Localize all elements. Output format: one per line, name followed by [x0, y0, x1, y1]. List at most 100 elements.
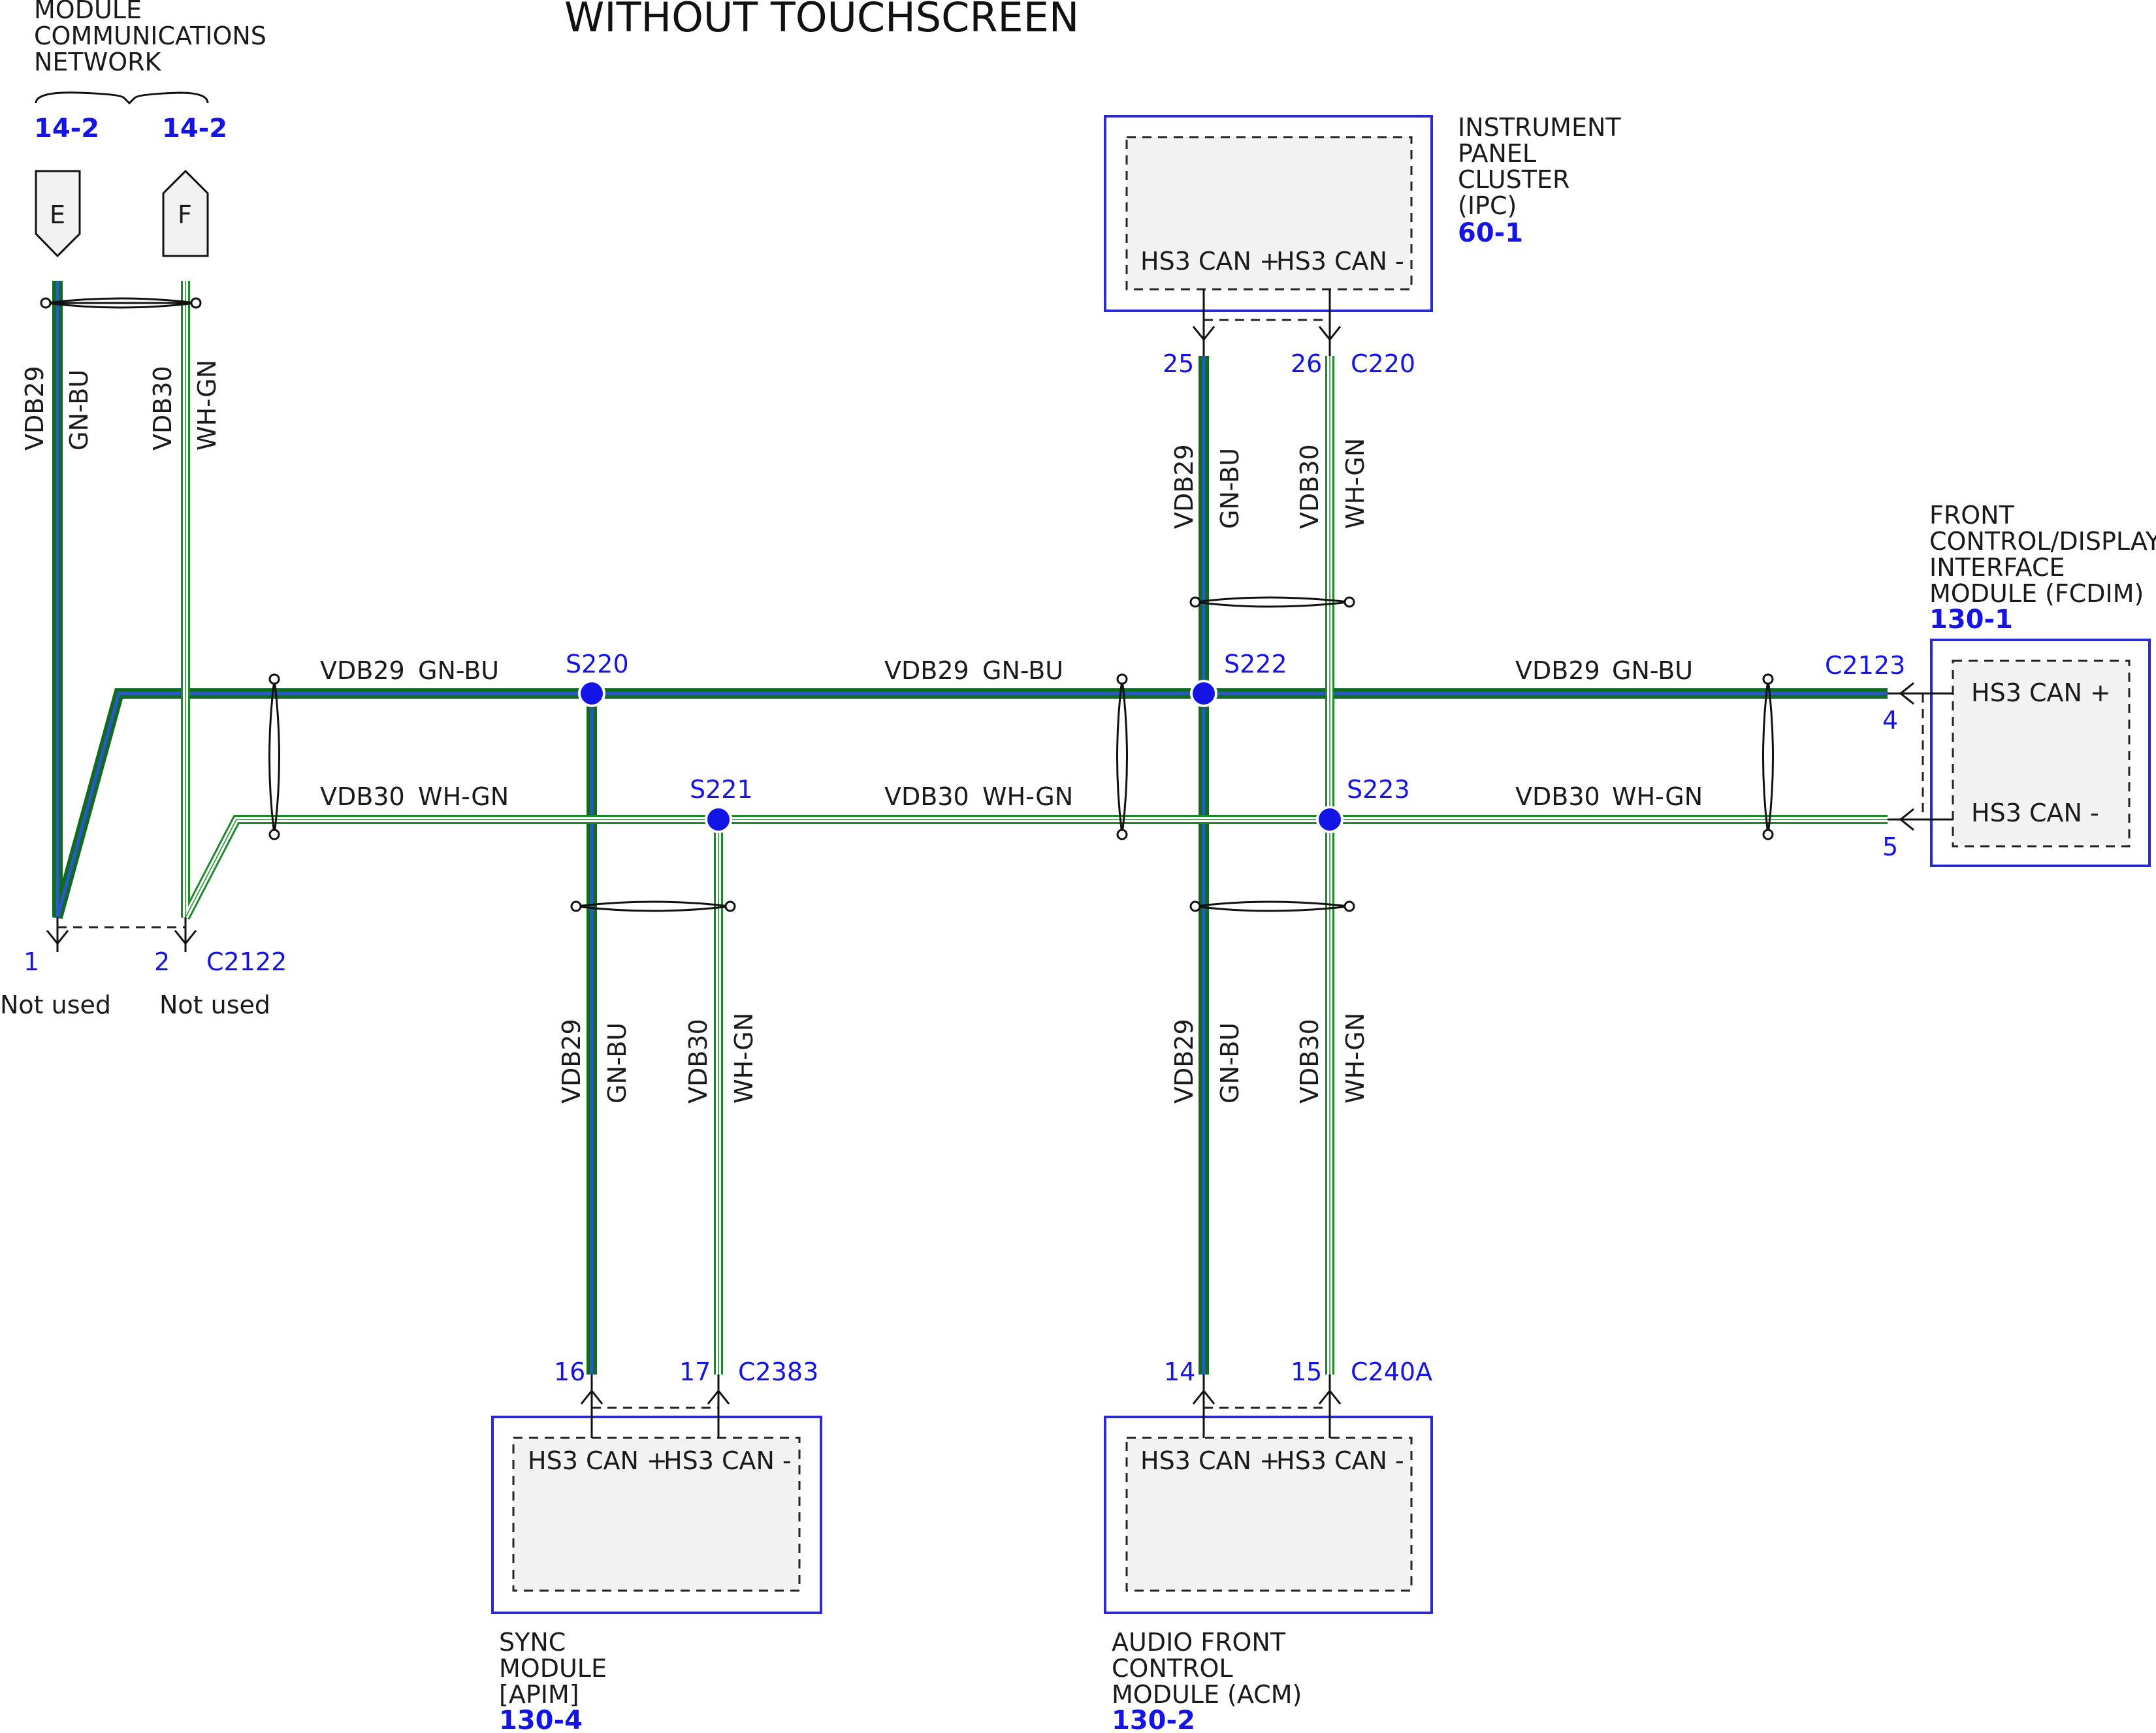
label-vdb29-seg3: VDB29 — [1515, 656, 1600, 685]
mcn-ref-right[interactable]: 14-2 — [162, 114, 227, 144]
twisted-pair-markers — [40, 297, 1774, 912]
vlabel-acm-vdb30: VDB30 — [1295, 1019, 1324, 1104]
vlabel-apim-vdb30: VDB30 — [684, 1019, 713, 1104]
vlabel-apim-vdb29: VDB29 — [557, 1019, 586, 1104]
c2123-pin-5: 5 — [1882, 833, 1898, 861]
ipc-name-line-3: CLUSTER — [1458, 165, 1569, 194]
twist-apim-vertical — [570, 900, 736, 912]
splice-s221-label: S221 — [690, 775, 753, 804]
apim-labels: 16 17 C2383 SYNC MODULE [APIM] 130-4 — [499, 1358, 818, 1733]
twist-mcn — [40, 297, 202, 309]
mcn-brace — [35, 91, 209, 105]
splice-s222-label: S222 — [1224, 650, 1287, 678]
vlabel-acm-vdb29: VDB29 — [1170, 1019, 1199, 1104]
ipc-ref[interactable]: 60-1 — [1458, 218, 1523, 248]
vlabel-ipc-vdb29: VDB29 — [1170, 444, 1199, 529]
label-gnbu-seg2: GN-BU — [982, 656, 1063, 685]
apim-ref[interactable]: 130-4 — [499, 1706, 583, 1733]
connector-e-icon — [35, 170, 81, 258]
apim-pin-can-minus: HS3 CAN - — [664, 1446, 792, 1475]
twist-left-horizontal — [268, 673, 280, 840]
ipc-pin-can-minus: HS3 CAN - — [1276, 247, 1404, 276]
twist-center-horizontal — [1116, 673, 1128, 840]
horizontal-wire-labels: VDB29 GN-BU VDB29 GN-BU VDB29 GN-BU VDB3… — [320, 656, 1703, 811]
c2383-pin-17: 17 — [679, 1358, 711, 1386]
label-vdb29-seg2: VDB29 — [884, 656, 969, 685]
splice-s223[interactable] — [1316, 806, 1343, 833]
ipc-name-line-4: (IPC) — [1458, 191, 1517, 220]
wire-vdb30-network — [181, 281, 1888, 1375]
module-acm[interactable]: HS3 CAN + HS3 CAN - — [1104, 1375, 1433, 1614]
fcdim-pin-can-plus: HS3 CAN + — [1971, 678, 2111, 707]
c220-name[interactable]: C220 — [1351, 349, 1415, 378]
fcdim-name-line-2: CONTROL/DISPLAY — [1929, 527, 2156, 556]
fcdim-name-line-3: INTERFACE — [1929, 553, 2065, 582]
acm-name-line-2: CONTROL — [1112, 1654, 1233, 1683]
connector-f-label: F — [178, 200, 192, 229]
mcn-label-line-3: NETWORK — [34, 48, 162, 76]
vlabel-ipc-gnbu: GN-BU — [1215, 448, 1244, 529]
splice-s220[interactable] — [578, 680, 605, 707]
ipc-labels: INSTRUMENT PANEL CLUSTER (IPC) 60-1 25 2… — [1163, 113, 1621, 378]
vlabel-apim-gnbu: GN-BU — [603, 1023, 632, 1104]
twist-right-horizontal — [1762, 673, 1774, 840]
connector-e-label: E — [50, 200, 65, 229]
c2122-note-1: Not used — [0, 991, 111, 1019]
vlabel-ipc-whgn: WH-GN — [1341, 438, 1370, 529]
acm-ref[interactable]: 130-2 — [1112, 1706, 1195, 1733]
c2122-pin-1: 1 — [24, 947, 39, 976]
acm-pin-can-minus: HS3 CAN - — [1276, 1446, 1404, 1475]
mcn-label-line-2: COMMUNICATIONS — [34, 22, 266, 50]
fcdim-name-line-4: MODULE (FCDIM) — [1929, 579, 2144, 608]
label-vdb30-seg3: VDB30 — [1515, 782, 1600, 811]
label-vdb29-seg1: VDB29 — [320, 656, 405, 685]
label-whgn-seg1: WH-GN — [418, 782, 509, 811]
splice-s223-label: S223 — [1347, 775, 1410, 804]
splice-s221[interactable] — [705, 806, 732, 833]
acm-labels: 14 15 C240A AUDIO FRONT CONTROL MODULE (… — [1112, 1358, 1432, 1733]
module-apim[interactable]: HS3 CAN + HS3 CAN - — [491, 1375, 822, 1614]
twist-acm-vertical — [1189, 900, 1355, 912]
c2122-pin-2: 2 — [154, 947, 170, 976]
apim-name-line-2: MODULE — [499, 1654, 607, 1683]
label-vdb30-seg2: VDB30 — [884, 782, 969, 811]
module-ipc[interactable]: HS3 CAN + HS3 CAN - — [1104, 115, 1433, 356]
vlabel-mcn-whgn: WH-GN — [193, 360, 221, 451]
connector-c2122: 1 2 C2122 Not used Not used — [0, 917, 287, 1019]
c240a-pin-14: 14 — [1164, 1358, 1195, 1386]
c220-pin-26: 26 — [1291, 349, 1322, 378]
fcdim-labels: FRONT CONTROL/DISPLAY INTERFACE MODULE (… — [1825, 501, 2156, 861]
label-whgn-seg3: WH-GN — [1612, 782, 1703, 811]
c2122-note-2: Not used — [159, 991, 270, 1019]
vlabel-acm-gnbu: GN-BU — [1215, 1023, 1244, 1104]
vertical-wire-labels: VDB29 GN-BU VDB30 WH-GN VDB29 GN-BU VDB3… — [20, 360, 1370, 1104]
ipc-name-line-2: PANEL — [1458, 139, 1536, 168]
label-gnbu-seg1: GN-BU — [418, 656, 499, 685]
vlabel-mcn-gnbu: GN-BU — [65, 370, 93, 451]
splices: S220 S221 S222 S223 — [566, 650, 1410, 833]
label-vdb30-seg1: VDB30 — [320, 782, 405, 811]
module-fcdim[interactable]: HS3 CAN + HS3 CAN - — [1888, 639, 2151, 867]
c240a-name[interactable]: C240A — [1351, 1358, 1432, 1386]
c240a-pin-15: 15 — [1291, 1358, 1322, 1386]
acm-name-line-3: MODULE (ACM) — [1112, 1680, 1302, 1709]
mcn-ref-left[interactable]: 14-2 — [34, 114, 99, 144]
apim-name-line-3: [APIM] — [499, 1680, 579, 1709]
c2123-name[interactable]: C2123 — [1825, 651, 1905, 680]
c2122-name[interactable]: C2122 — [206, 947, 287, 976]
ipc-pin-can-plus: HS3 CAN + — [1140, 247, 1280, 276]
ipc-name-line-1: INSTRUMENT — [1458, 113, 1621, 142]
mcn-label-line-1: MODULE — [34, 0, 142, 24]
label-whgn-seg2: WH-GN — [982, 782, 1073, 811]
wire-vdb29-network — [52, 281, 1888, 1375]
c2383-name[interactable]: C2383 — [738, 1358, 818, 1386]
vlabel-mcn-vdb29: VDB29 — [20, 366, 49, 451]
apim-name-line-1: SYNC — [499, 1628, 566, 1657]
connector-f-icon — [162, 169, 209, 257]
label-gnbu-seg3: GN-BU — [1612, 656, 1693, 685]
fcdim-ref[interactable]: 130-1 — [1929, 605, 2013, 635]
diagram-title: WITHOUT TOUCHSCREEN — [564, 0, 1079, 41]
fcdim-pin-can-minus: HS3 CAN - — [1971, 799, 2099, 827]
vlabel-acm-whgn: WH-GN — [1341, 1013, 1370, 1104]
splice-s222[interactable] — [1190, 680, 1217, 707]
